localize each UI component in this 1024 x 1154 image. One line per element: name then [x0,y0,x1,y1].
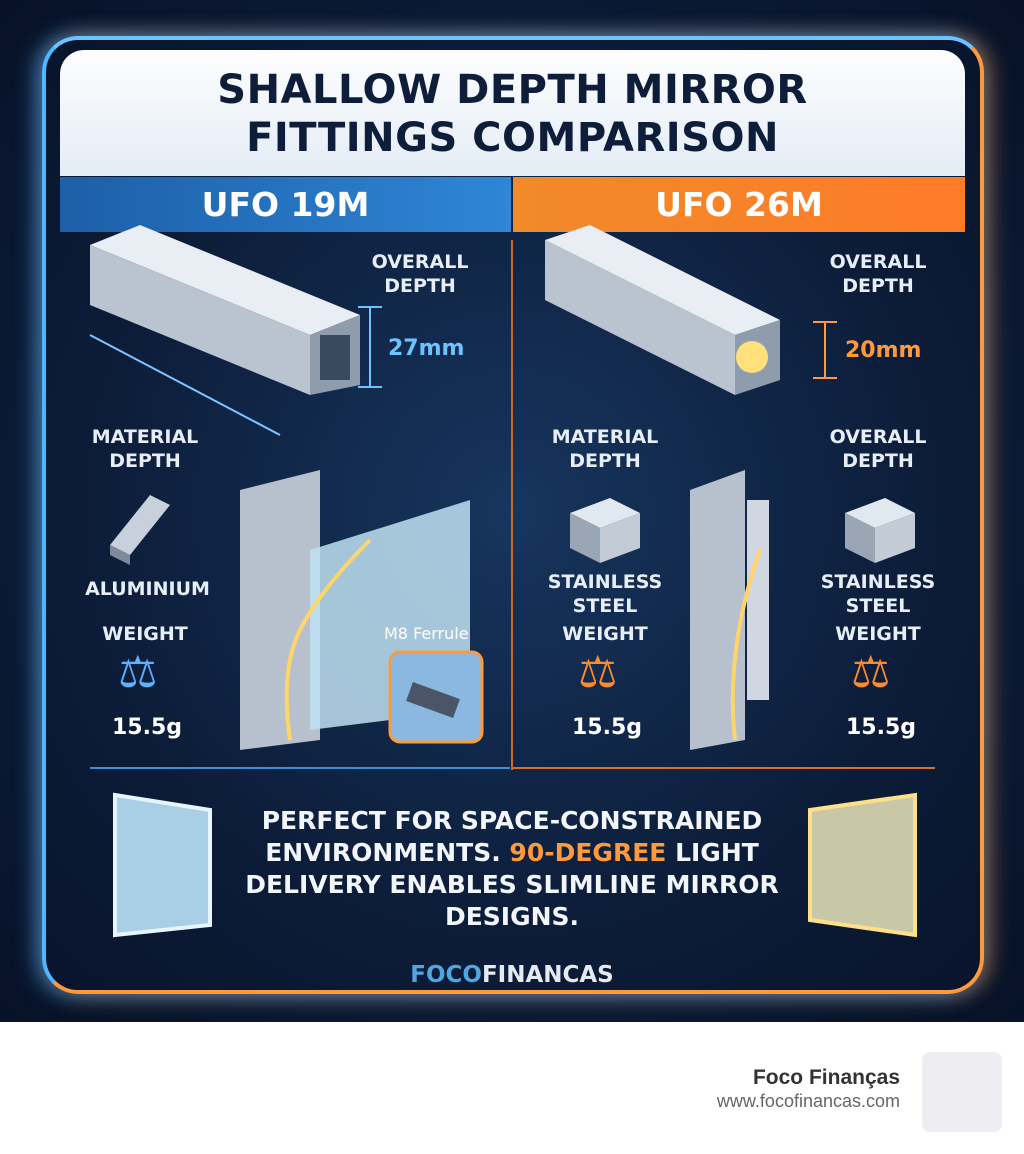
weight-label-right-left: WEIGHT [562,623,648,645]
header-ufo-19m: UFO 19M [60,177,511,232]
weight-label-left: WEIGHT [102,623,188,645]
column-divider [511,240,513,770]
title-band: SHALLOW DEPTH MIRROR FITTINGS COMPARISON [60,50,965,176]
material-right-right: STAINLESS STEEL [820,571,936,617]
brand-logo: FOCOFINANCAS [0,962,1024,988]
weight-value-right-right: 15.5g [846,715,917,740]
steel-block-icon-left [570,498,640,563]
footer-site-url[interactable]: www.focofinancas.com [716,1091,900,1111]
steel-block-icon-right [845,498,915,563]
footer [0,1022,1024,1154]
material-right-left: STAINLESS STEEL [547,571,663,617]
ferrule-label: M8 Ferrule [384,624,469,643]
mirror-mount-illustration-right [690,470,769,750]
scale-icon-left: ⚖ [118,647,158,698]
title-line-2: FITTINGS COMPARISON [246,115,779,161]
scale-icon-right-right: ⚖ [851,647,891,698]
summary-part-1: PERFECT FOR SPACE-CONSTRAINED ENVIRONMEN… [261,806,763,867]
weight-label-right-right: WEIGHT [835,623,921,645]
overall-depth-label-left: OVERALL DEPTH [371,251,469,297]
scale-icon-right-left: ⚖ [578,647,618,698]
profile-ufo-26m-illustration [545,225,780,395]
mirror-icon-orange [808,792,917,938]
overall-depth-value-right: 20mm [845,338,922,363]
glow-frame [42,36,984,994]
depth-arrow-left [358,306,382,388]
summary-highlight: 90-DEGREE [509,838,667,867]
profile-ufo-19m-illustration [89,225,360,436]
footer-site-name: Foco Finanças [752,1066,900,1089]
summary-text: PERFECT FOR SPACE-CONSTRAINED ENVIRONMEN… [230,805,794,933]
weight-value-right-left: 15.5g [572,715,643,740]
title-line-1: SHALLOW DEPTH MIRROR [217,67,808,113]
aluminium-beam-icon [110,495,170,565]
material-left: ALUMINIUM [85,578,210,600]
overall-depth-label-right-2: OVERALL DEPTH [829,426,927,472]
logo-part-1: FOCO [410,962,482,988]
material-depth-label-right: MATERIAL DEPTH [551,426,659,472]
material-depth-label-left: MATERIAL DEPTH [91,426,199,472]
weight-value-left: 15.5g [112,715,183,740]
overall-depth-value-left: 27mm [388,336,465,361]
infographic: SHALLOW DEPTH MIRROR FITTINGS COMPARISON… [0,0,1024,1022]
divider-right [513,767,935,769]
logo-part-2: FINANCAS [481,962,614,988]
site-avatar [922,1052,1002,1132]
m8-ferrule-inset [388,650,484,744]
overall-depth-label-right: OVERALL DEPTH [829,251,927,297]
divider-left [90,767,510,769]
summary-part-2: LIGHT DELIVERY ENABLES SLIMLINE MIRROR D… [245,838,779,931]
mirror-icon-blue [113,792,212,938]
depth-arrow-right [813,321,837,379]
header-ufo-26m: UFO 26M [513,177,965,232]
